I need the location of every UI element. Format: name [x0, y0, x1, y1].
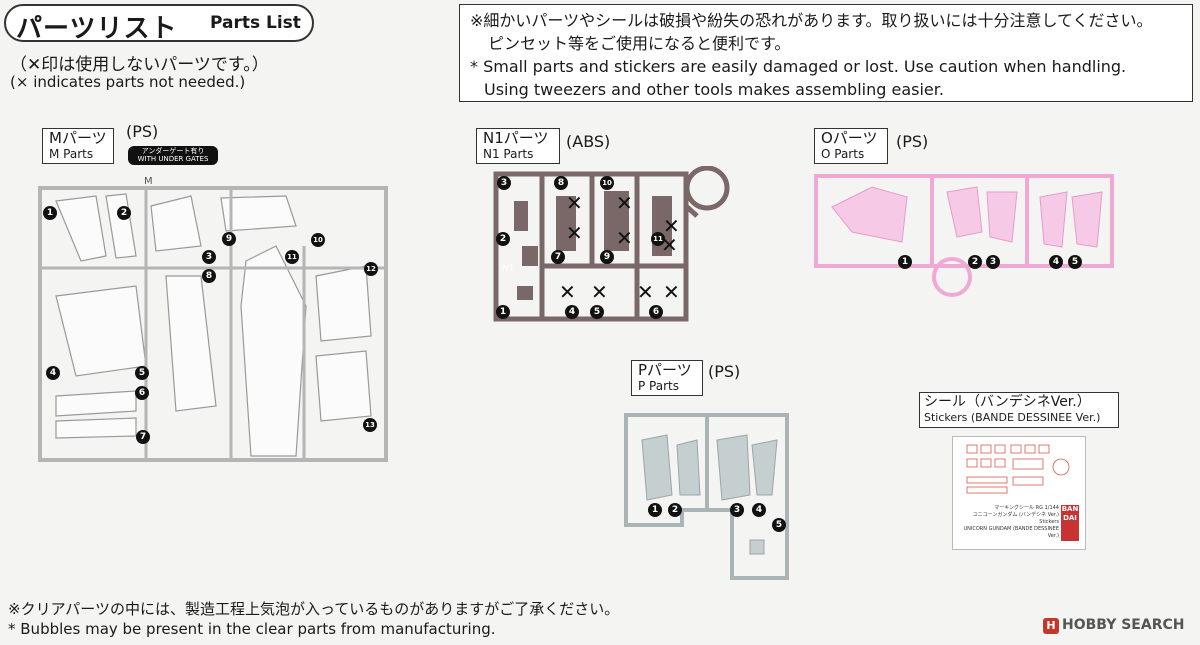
part-number-m-12: 12	[364, 262, 378, 276]
part-number-m-7: 7	[136, 430, 150, 444]
p-parts-name-en: P Parts	[638, 379, 679, 393]
p-parts-header: Pパーツ P Parts	[631, 360, 703, 396]
part-number-m-2: 2	[117, 206, 131, 220]
part-number-m-8: 8	[202, 269, 216, 283]
m-parts-material: (PS)	[126, 122, 159, 141]
o-parts-name-en: O Parts	[821, 147, 865, 161]
sticker-sheet-text: マーキングシール RG 1/144 ユニコーンガンダム (バンデシネ Ver.)…	[959, 505, 1060, 540]
part-number-o-4: 4	[1049, 255, 1063, 269]
notice-line-1: ※細かいパーツやシールは破損や紛失の恐れがあります。取り扱いには十分注意してくだ…	[470, 11, 1153, 30]
n1-parts-name-jp: N1パーツ	[483, 129, 549, 147]
m-parts-name-jp: Mパーツ	[49, 129, 107, 147]
m-parts-name-en: M Parts	[49, 147, 94, 161]
part-number-n1-3: 3	[497, 176, 511, 190]
page-title-jp: パーツリスト	[16, 14, 178, 44]
n1-runner-mark: N1	[502, 264, 514, 274]
unused-note-jp: （✕印は使用しないパーツです。）	[10, 55, 269, 75]
sticker-sheet-art	[966, 444, 1070, 494]
part-number-p-5: 5	[772, 518, 786, 532]
part-number-m-5: 5	[135, 366, 149, 380]
n1-runner: N1	[493, 166, 730, 322]
stickers-name-en: Stickers (BANDE DESSINEE Ver.)	[924, 411, 1101, 424]
part-number-m-10: 10	[311, 233, 325, 247]
part-number-n1-9: 9	[600, 250, 614, 264]
part-number-n1-7: 7	[551, 250, 565, 264]
under-gate-badge-en: WITH UNDER GATES	[137, 155, 209, 163]
unused-x-mark: ✕	[616, 191, 633, 215]
notice-line-4: Using tweezers and other tools makes ass…	[484, 80, 944, 99]
p-parts-material: (PS)	[708, 362, 741, 381]
part-number-n1-4: 4	[565, 305, 579, 319]
m-runner: M	[38, 176, 388, 462]
page-title-en: Parts List	[210, 13, 301, 33]
o-runner	[814, 174, 1114, 297]
sticker-sheet-line-1: マーキングシール RG 1/144	[994, 505, 1059, 511]
part-number-o-1: 1	[898, 255, 912, 269]
unused-note-en: (× indicates parts not needed.)	[10, 73, 246, 91]
unused-x-mark: ✕	[566, 191, 583, 215]
sticker-sheet-line-3: Stickers	[1039, 519, 1059, 525]
part-number-n1-1: 1	[496, 305, 510, 319]
clear-parts-note-en: * Bubbles may be present in the clear pa…	[8, 620, 496, 638]
part-number-n1-2: 2	[496, 232, 510, 246]
part-number-p-2: 2	[668, 503, 682, 517]
part-number-n1-6: 6	[649, 305, 663, 319]
part-number-m-9: 9	[222, 232, 236, 246]
title-pill	[4, 4, 314, 42]
part-number-n1-5: 5	[590, 305, 604, 319]
part-number-o-2: 2	[968, 255, 982, 269]
unused-x-mark: ✕	[637, 280, 654, 304]
part-number-n1-10: 10	[600, 176, 614, 190]
bandai-logo: BAN DAI	[1061, 505, 1079, 541]
part-number-p-4: 4	[752, 503, 766, 517]
part-number-m-11: 11	[285, 250, 299, 264]
m-runner-mark: M	[144, 176, 153, 187]
part-number-m-6: 6	[135, 386, 149, 400]
o-parts-material: (PS)	[896, 132, 929, 151]
m-parts-header: Mパーツ M Parts	[42, 128, 114, 164]
unused-x-mark: ✕	[663, 214, 680, 238]
handling-notice: ※細かいパーツやシールは破損や紛失の恐れがあります。取り扱いには十分注意してくだ…	[459, 4, 1193, 102]
sticker-sheet: マーキングシール RG 1/144 ユニコーンガンダム (バンデシネ Ver.)…	[952, 436, 1086, 550]
part-number-m-4: 4	[46, 366, 60, 380]
o-parts-name-jp: Oパーツ	[821, 129, 878, 147]
stickers-header: シール（バンデシネVer.） Stickers (BANDE DESSINEE …	[919, 392, 1119, 428]
unused-x-mark: ✕	[559, 280, 576, 304]
unused-x-mark: ✕	[661, 233, 678, 257]
n1-parts-name-en: N1 Parts	[483, 147, 534, 161]
p-parts-name-jp: Pパーツ	[638, 361, 692, 379]
part-number-n1-8: 8	[554, 176, 568, 190]
part-number-o-3: 3	[986, 255, 1000, 269]
unused-x-mark: ✕	[591, 280, 608, 304]
unused-x-mark: ✕	[566, 221, 583, 245]
o-parts-header: Oパーツ O Parts	[814, 128, 888, 164]
sticker-sheet-line-2: ユニコーンガンダム (バンデシネ Ver.)	[972, 512, 1059, 518]
n1-parts-header: N1パーツ N1 Parts	[476, 128, 560, 164]
unused-x-mark: ✕	[663, 280, 680, 304]
notice-line-3: * Small parts and stickers are easily da…	[470, 57, 1127, 76]
hobby-search-logo-text: HOBBY SEARCH	[1062, 617, 1185, 633]
n1-parts-material: (ABS)	[566, 132, 611, 151]
stickers-name-jp: シール（バンデシネVer.）	[924, 394, 1091, 410]
part-number-p-1: 1	[648, 503, 662, 517]
under-gate-badge: アンダーゲート有り WITH UNDER GATES	[128, 146, 218, 165]
part-number-m-3: 3	[202, 250, 216, 264]
part-number-p-3: 3	[730, 503, 744, 517]
notice-line-2: ピンセット等をご使用になると便利です。	[488, 34, 791, 53]
part-number-m-1: 1	[43, 206, 57, 220]
unused-x-mark: ✕	[616, 226, 633, 250]
p-runner	[624, 413, 789, 580]
part-number-o-5: 5	[1068, 255, 1082, 269]
clear-parts-note-jp: ※クリアパーツの中には、製造工程上気泡が入っているものがありますがご了承ください…	[8, 600, 620, 618]
under-gate-badge-jp: アンダーゲート有り	[141, 147, 205, 155]
part-number-m-13: 13	[363, 418, 377, 432]
sticker-sheet-line-4: UNICORN GUNDAM (BANDE DESSINEE Ver.)	[963, 526, 1060, 539]
hobby-search-logo-badge: H	[1043, 618, 1059, 634]
part-number-n1-11: 11	[651, 232, 665, 246]
